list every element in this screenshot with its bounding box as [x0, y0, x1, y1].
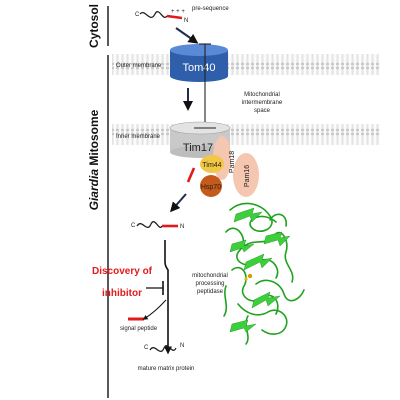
presequence-segment	[166, 14, 183, 20]
import-arrow-3	[170, 193, 187, 213]
mature-n-terminus: N	[180, 343, 184, 349]
mitosome-label: Giardia Mitosome	[87, 109, 101, 210]
matrix-n-terminus: N	[180, 224, 184, 230]
presequence-charges: + + +	[171, 9, 185, 15]
discovery-label-line2: inhibitor	[102, 288, 142, 299]
hsp70-shape	[200, 175, 222, 197]
tom40-channel	[170, 44, 228, 82]
mitosome-word: Mitosome	[87, 109, 101, 169]
precursor-n-terminus: N	[184, 18, 188, 24]
tim17-label: Tim17	[183, 142, 213, 154]
precursor-chain	[139, 11, 168, 19]
signal-peptide-label: signal peptide	[120, 326, 158, 332]
organism-name: Giardia	[87, 169, 101, 211]
outer-membrane-label: Outer membrane	[116, 63, 162, 69]
intermembrane-label-2: intermembrane	[242, 100, 283, 106]
mpp-structure-ligand	[244, 273, 253, 281]
matrix-precursor-chain	[136, 221, 163, 229]
cytosol-label: Cytosol	[87, 4, 101, 48]
tim44-shape	[200, 155, 224, 173]
mature-c-terminus: C	[144, 345, 149, 351]
mpp-structure-sheets	[229, 207, 291, 333]
mpp-label-3: peptidase	[197, 289, 224, 295]
mature-protein-label: mature matrix protein	[138, 366, 195, 372]
pam16-label: Pam16	[244, 165, 251, 187]
mpp-structure-image	[223, 202, 305, 345]
mpp-label-1: mitochondrial	[192, 273, 228, 279]
discovery-label-line1: Discovery of	[92, 266, 153, 277]
intermembrane-label-3: space	[254, 108, 271, 114]
presequence-emerging	[186, 167, 196, 183]
pam18-label: Pam18	[229, 151, 236, 173]
matrix-c-terminus: C	[131, 223, 136, 229]
tim44-label: Tim44	[202, 162, 221, 169]
processing-arrow	[164, 240, 172, 355]
pam16-shape	[233, 153, 259, 197]
precursor-c-terminus: C	[135, 12, 140, 18]
import-arrow-1	[175, 27, 199, 44]
mature-protein-chain	[149, 345, 177, 353]
hsp70-label: Hsp70	[201, 184, 221, 191]
presequence-label: pre-sequence	[192, 6, 229, 12]
intermembrane-label-1: Mitochondrial	[244, 92, 280, 98]
mpp-label-2: processing	[195, 281, 224, 287]
inner-membrane-label: Inner membrane	[116, 134, 161, 140]
tom40-label: Tom40	[182, 62, 215, 74]
cleavage-arrow	[142, 299, 167, 320]
